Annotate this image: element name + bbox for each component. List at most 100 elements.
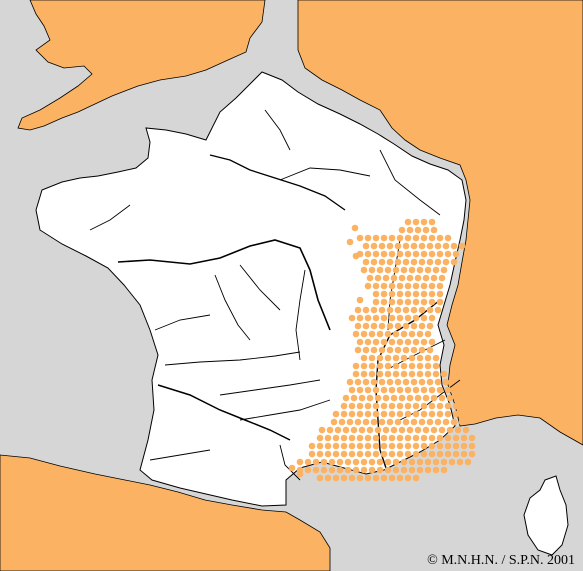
occurrence-dot <box>378 258 386 266</box>
occurrence-dot <box>434 378 442 386</box>
occurrence-dot <box>332 434 340 442</box>
occurrence-dot <box>380 234 388 242</box>
occurrence-dot <box>304 466 312 474</box>
occurrence-dot <box>452 402 460 410</box>
occurrence-dot <box>348 410 356 418</box>
occurrence-dot <box>374 274 382 282</box>
occurrence-dot <box>410 378 418 386</box>
occurrence-dot <box>436 282 444 290</box>
occurrence-dot <box>392 266 400 274</box>
occurrence-dot <box>412 282 420 290</box>
occurrence-dot <box>408 458 416 466</box>
occurrence-dot <box>384 266 392 274</box>
occurrence-dot <box>426 418 434 426</box>
occurrence-dot <box>340 410 348 418</box>
occurrence-dot <box>446 426 454 434</box>
occurrence-dot <box>398 394 406 402</box>
occurrence-dot <box>344 466 352 474</box>
occurrence-dot <box>400 362 408 370</box>
occurrence-dot <box>440 266 448 274</box>
occurrence-dot <box>444 434 452 442</box>
occurrence-dot <box>444 402 452 410</box>
occurrence-dot <box>362 346 370 354</box>
occurrence-dot <box>364 410 372 418</box>
occurrence-dot <box>360 458 368 466</box>
occurrence-dot <box>440 458 448 466</box>
occurrence-dot <box>358 426 366 434</box>
occurrence-dot <box>432 370 440 378</box>
occurrence-dot <box>404 386 412 394</box>
occurrence-dot <box>392 362 400 370</box>
occurrence-dot <box>390 426 398 434</box>
occurrence-dot <box>410 306 418 314</box>
occurrence-dot <box>394 346 402 354</box>
occurrence-dot <box>334 426 342 434</box>
occurrence-dot <box>304 458 312 466</box>
occurrence-dot <box>376 466 384 474</box>
occurrence-dot <box>404 434 412 442</box>
occurrence-dot <box>368 266 376 274</box>
occurrence-dot <box>410 418 418 426</box>
occurrence-dot <box>406 394 414 402</box>
occurrence-dot <box>360 466 368 474</box>
river-adour <box>149 449 211 461</box>
occurrence-dot <box>380 290 388 298</box>
occurrence-dot <box>450 418 458 426</box>
occurrence-dot <box>422 426 430 434</box>
occurrence-dot <box>422 274 430 282</box>
occurrence-dot <box>324 450 332 458</box>
occurrence-dot <box>366 426 374 434</box>
occurrence-dot <box>436 410 444 418</box>
occurrence-dot <box>442 378 450 386</box>
occurrence-dot <box>392 466 400 474</box>
occurrence-dot <box>388 250 396 258</box>
occurrence-dot <box>402 378 410 386</box>
occurrence-dot <box>408 466 416 474</box>
occurrence-dot <box>296 458 304 466</box>
occurrence-dot <box>412 402 420 410</box>
occurrence-dot <box>404 474 412 482</box>
occurrence-dot <box>394 322 402 330</box>
occurrence-dot <box>416 466 424 474</box>
occurrence-dot <box>430 426 438 434</box>
occurrence-dot <box>354 418 362 426</box>
occurrence-dot <box>452 434 460 442</box>
occurrence-dot <box>468 434 476 442</box>
occurrence-dot <box>414 226 422 234</box>
occurrence-dot <box>402 258 410 266</box>
occurrence-dot <box>348 402 356 410</box>
occurrence-dot <box>404 338 412 346</box>
river-vilaine <box>89 204 131 231</box>
occurrence-dot <box>418 346 426 354</box>
river-cher <box>239 264 281 311</box>
occurrence-dot <box>350 426 358 434</box>
occurrence-dot <box>452 410 460 418</box>
occurrence-dot <box>386 242 394 250</box>
occurrence-dot <box>336 466 344 474</box>
occurrence-dot <box>364 434 372 442</box>
occurrence-dot <box>356 296 364 304</box>
occurrence-dot <box>406 274 414 282</box>
occurrence-dot <box>364 450 372 458</box>
occurrence-dot <box>348 386 356 394</box>
occurrence-dot <box>356 314 364 322</box>
occurrence-dot <box>412 250 420 258</box>
river-marne <box>279 167 371 181</box>
occurrence-dot <box>430 394 438 402</box>
occurrence-dot <box>412 410 420 418</box>
occurrence-dot <box>444 450 452 458</box>
occurrence-dot <box>370 242 378 250</box>
occurrence-dot <box>384 362 392 370</box>
river-seine <box>209 154 346 211</box>
occurrence-dot <box>438 274 446 282</box>
occurrence-dot <box>426 346 434 354</box>
occurrence-dot <box>350 394 358 402</box>
occurrence-dot <box>426 242 434 250</box>
occurrence-dot <box>454 426 462 434</box>
occurrence-dot <box>380 314 388 322</box>
occurrence-dot <box>368 370 376 378</box>
occurrence-dot <box>412 218 420 226</box>
occurrence-dot <box>434 306 442 314</box>
occurrence-dot <box>340 402 348 410</box>
occurrence-dot <box>412 234 420 242</box>
